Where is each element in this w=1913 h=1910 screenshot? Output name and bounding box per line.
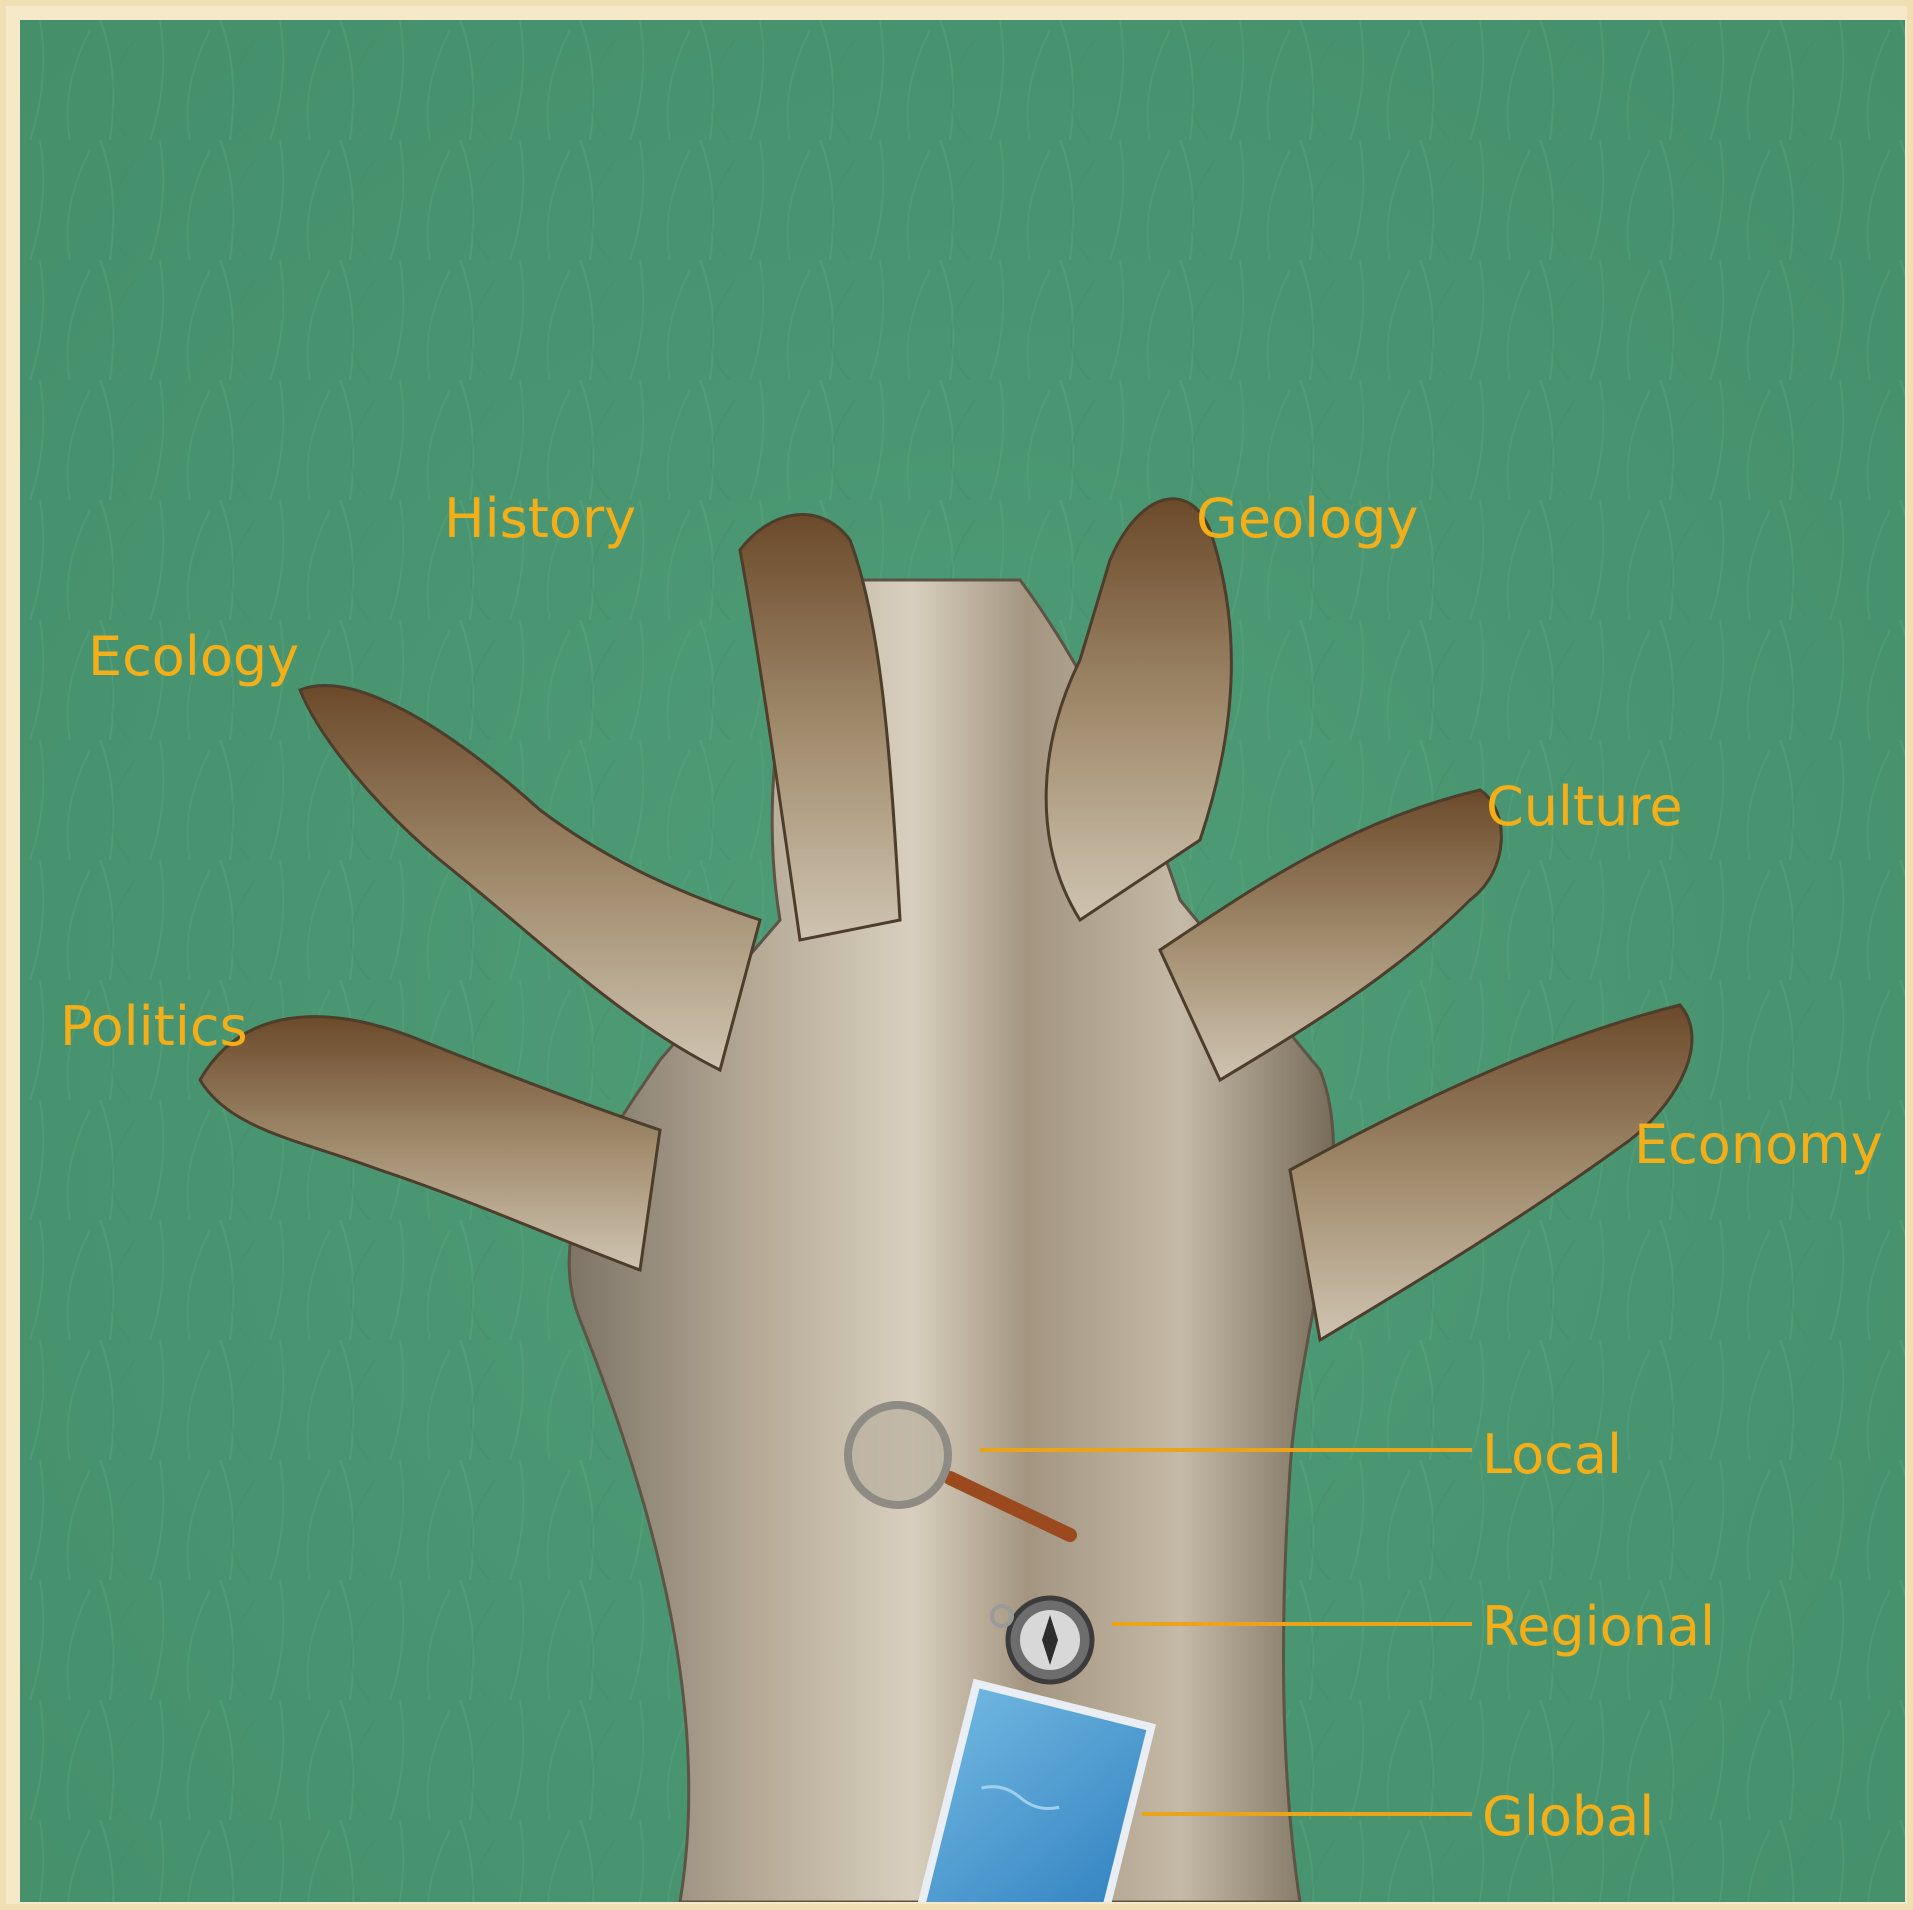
connector-global <box>1142 1812 1472 1816</box>
label-history: History <box>444 492 636 546</box>
tree-diagram: History Geology Ecology Culture Politics… <box>20 20 1905 1902</box>
label-culture: Culture <box>1486 780 1683 834</box>
label-local: Local <box>1482 1428 1622 1482</box>
label-politics: Politics <box>60 1000 248 1054</box>
label-ecology: Ecology <box>88 630 299 684</box>
label-geology: Geology <box>1196 492 1418 546</box>
connector-local <box>980 1448 1472 1452</box>
connector-regional <box>1112 1622 1472 1626</box>
label-regional: Regional <box>1482 1600 1715 1654</box>
label-global: Global <box>1482 1790 1654 1844</box>
label-economy: Economy <box>1634 1118 1883 1172</box>
